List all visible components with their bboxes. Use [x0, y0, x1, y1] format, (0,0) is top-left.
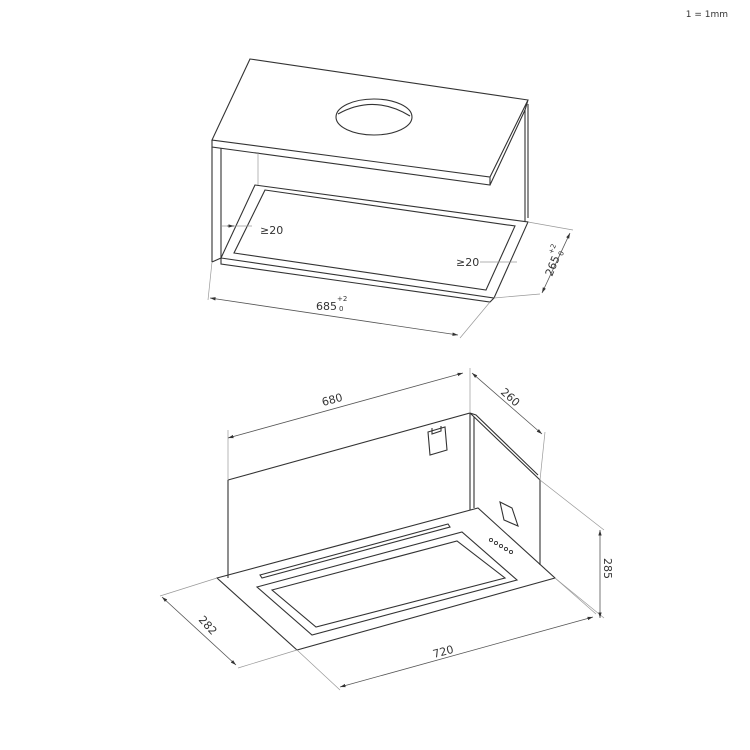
- control-button[interactable]: [488, 537, 494, 543]
- glass-depth-dimension-line: [161, 596, 237, 666]
- filter-opening: [255, 531, 519, 636]
- hood-drawing: 680 260 285 720 282: [159, 368, 614, 691]
- body-depth-label: 260: [498, 386, 522, 410]
- mounting-bracket: [427, 426, 448, 456]
- control-button[interactable]: [498, 543, 504, 549]
- control-buttons: [488, 537, 514, 555]
- glass-width-dimension-line: [339, 616, 594, 688]
- depth-dimension-line: [541, 232, 571, 294]
- cabinet-left-panel: [211, 147, 222, 263]
- svg-text:+2: +2: [337, 295, 347, 303]
- cabinet-depth-label: 265: [543, 254, 563, 278]
- hood-back-panel: [227, 412, 471, 578]
- side-vent: [499, 500, 519, 527]
- height-label: 285: [601, 558, 614, 579]
- control-button[interactable]: [503, 546, 509, 552]
- body-width-label: 680: [320, 391, 344, 409]
- cabinet-drawing: ≥20 ≥20 685 +2 0 265 +2 0: [207, 58, 574, 339]
- glass-width-label: 720: [431, 643, 455, 661]
- clearance-right-label: ≥20: [456, 256, 479, 269]
- svg-text:0: 0: [557, 250, 566, 257]
- glass-depth-label: 282: [196, 613, 220, 637]
- duct-hole: [335, 98, 413, 136]
- hood-side-panel: [469, 412, 541, 565]
- scale-note: 1 = 1mm: [685, 10, 728, 20]
- body-width-dimension-line: [227, 372, 464, 439]
- cabinet-right-panel: [524, 104, 529, 222]
- cabinet-bottom-frame: [220, 184, 529, 303]
- glass-plate: [215, 507, 557, 651]
- light-strip: [259, 523, 451, 579]
- cabinet-top-slab: [211, 58, 529, 186]
- svg-text:+2: +2: [547, 243, 558, 256]
- cabinet-width-label: 685: [316, 300, 337, 313]
- body-depth-dimension-line: [471, 372, 543, 435]
- control-button[interactable]: [493, 540, 499, 546]
- control-button[interactable]: [508, 549, 514, 555]
- svg-text:0: 0: [339, 305, 343, 313]
- width-dimension-line: [209, 297, 459, 336]
- clearance-left-label: ≥20: [260, 224, 283, 237]
